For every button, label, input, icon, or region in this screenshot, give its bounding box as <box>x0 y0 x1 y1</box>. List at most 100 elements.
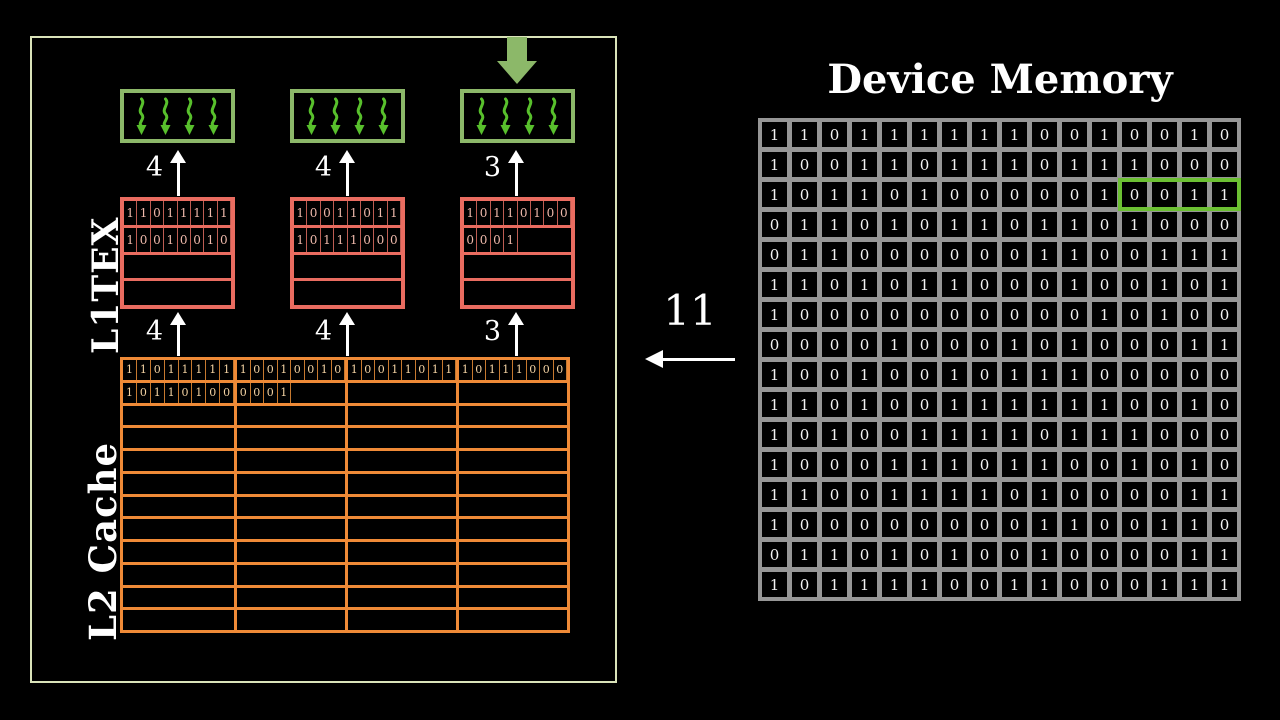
memory-bit-cell: 1 <box>1092 122 1117 147</box>
bit-cell: 0 <box>416 360 429 380</box>
bit-cell: 0 <box>361 227 375 252</box>
bit-cell: 0 <box>527 360 540 380</box>
memory-bit-cell: 1 <box>1032 392 1057 417</box>
memory-bit-cell: 0 <box>792 302 817 327</box>
bit-cell: 1 <box>348 227 361 252</box>
l2-sector-group <box>345 428 456 448</box>
memory-bit-cell: 0 <box>1122 362 1147 387</box>
memory-bit-cell: 1 <box>1212 242 1237 267</box>
memory-bit-cell: 0 <box>942 182 967 207</box>
l2-sector-group <box>123 610 234 630</box>
bit-cell: 1 <box>278 382 291 403</box>
bit-cell: 1 <box>459 360 473 380</box>
l1-table-row <box>294 278 401 305</box>
memory-bit-cell: 0 <box>1122 302 1147 327</box>
l2-sector-group <box>456 519 567 539</box>
lower-transfer-count: 4 <box>314 316 332 347</box>
arrow-head-icon <box>508 312 524 325</box>
memory-bit-cell: 1 <box>1212 572 1237 597</box>
memory-bit-cell: 0 <box>1092 212 1117 237</box>
memory-bit-cell: 1 <box>1032 362 1057 387</box>
memory-bit-cell: 0 <box>1092 572 1117 597</box>
memory-bit-cell: 0 <box>1092 362 1117 387</box>
l2-sector-group <box>345 496 456 517</box>
memory-bit-cell: 0 <box>1002 182 1027 207</box>
bit-cell: 0 <box>388 227 401 252</box>
memory-bit-cell: 1 <box>852 122 877 147</box>
memory-bit-cell: 1 <box>912 272 937 297</box>
bit-cell: 1 <box>178 201 191 225</box>
memory-bit-cell: 1 <box>1002 452 1027 477</box>
memory-bit-cell: 0 <box>972 182 997 207</box>
memory-bit-cell: 1 <box>1062 212 1087 237</box>
memory-bit-cell: 1 <box>1062 242 1087 267</box>
memory-bit-cell: 1 <box>912 122 937 147</box>
memory-bit-cell: 1 <box>1092 422 1117 447</box>
memory-bit-cell: 0 <box>942 332 967 357</box>
l2-to-l1-arrow <box>508 312 524 356</box>
bit-cell: 0 <box>321 201 335 225</box>
memory-bit-cell: 0 <box>1092 332 1117 357</box>
arrow-line <box>176 324 180 356</box>
memory-bit-cell: 1 <box>1062 362 1087 387</box>
bit-cell: 1 <box>389 360 402 380</box>
memory-bit-cell: 1 <box>1062 392 1087 417</box>
bit-cell: 1 <box>334 201 348 225</box>
bit-cell: 1 <box>192 382 207 403</box>
bit-cell: 0 <box>307 227 321 252</box>
device-memory-title: Device Memory <box>827 56 1173 103</box>
bit-cell: 0 <box>473 360 486 380</box>
bit-cell: 1 <box>179 360 193 380</box>
memory-bit-cell: 1 <box>882 572 907 597</box>
arrow-head-icon <box>508 150 524 163</box>
bit-cell: 0 <box>464 227 478 252</box>
memory-bit-cell: 1 <box>792 272 817 297</box>
bit-cell: 0 <box>220 382 234 403</box>
memory-bit-cell: 1 <box>1062 152 1087 177</box>
l2-sector-group <box>123 542 234 562</box>
bit-cell: 1 <box>486 360 500 380</box>
memory-bit-cell: 0 <box>1002 512 1027 537</box>
memory-bit-cell: 1 <box>942 542 967 567</box>
memory-bit-cell: 1 <box>762 512 787 537</box>
memory-bit-cell: 1 <box>972 482 997 507</box>
memory-bit-cell: 0 <box>1002 302 1027 327</box>
bit-cell: 1 <box>388 201 401 225</box>
memory-bit-cell: 0 <box>762 542 787 567</box>
thread-squiggle-icon <box>160 97 171 135</box>
bit-cell: 1 <box>348 201 361 225</box>
bit-cell: 1 <box>204 201 218 225</box>
l2-sector-group <box>456 473 567 494</box>
memory-bit-cell: 0 <box>1062 302 1087 327</box>
arrow-line <box>176 162 180 196</box>
bit-cell: 0 <box>477 201 491 225</box>
memory-bit-cell: 1 <box>1182 332 1207 357</box>
bit-cell: 1 <box>278 360 291 380</box>
bit-cell: 1 <box>513 360 527 380</box>
l2-table-row <box>123 607 567 630</box>
bit-cell: 0 <box>264 360 278 380</box>
memory-bit-cell: 1 <box>762 182 787 207</box>
l2-table-row <box>123 539 567 562</box>
memory-bit-cell: 0 <box>762 212 787 237</box>
bit-cell: 1 <box>204 227 218 252</box>
memory-bit-cell: 0 <box>1152 362 1177 387</box>
bit-cell: 0 <box>307 201 321 225</box>
bit-cell: 1 <box>334 227 348 252</box>
memory-bit-cell: 1 <box>1182 482 1207 507</box>
l2-sector-group <box>123 565 234 585</box>
memory-bit-cell: 0 <box>852 332 877 357</box>
arrow-head-icon <box>170 312 186 325</box>
transfer-count-label: 11 <box>663 286 717 335</box>
memory-bit-cell: 1 <box>1092 152 1117 177</box>
upper-transfer-count: 3 <box>483 152 501 183</box>
memory-bit-cell: 1 <box>882 212 907 237</box>
memory-bit-cell: 1 <box>942 272 967 297</box>
thread-squiggle-icon <box>306 97 317 135</box>
memory-bit-cell: 1 <box>762 422 787 447</box>
memory-bit-cell: 0 <box>1032 422 1057 447</box>
